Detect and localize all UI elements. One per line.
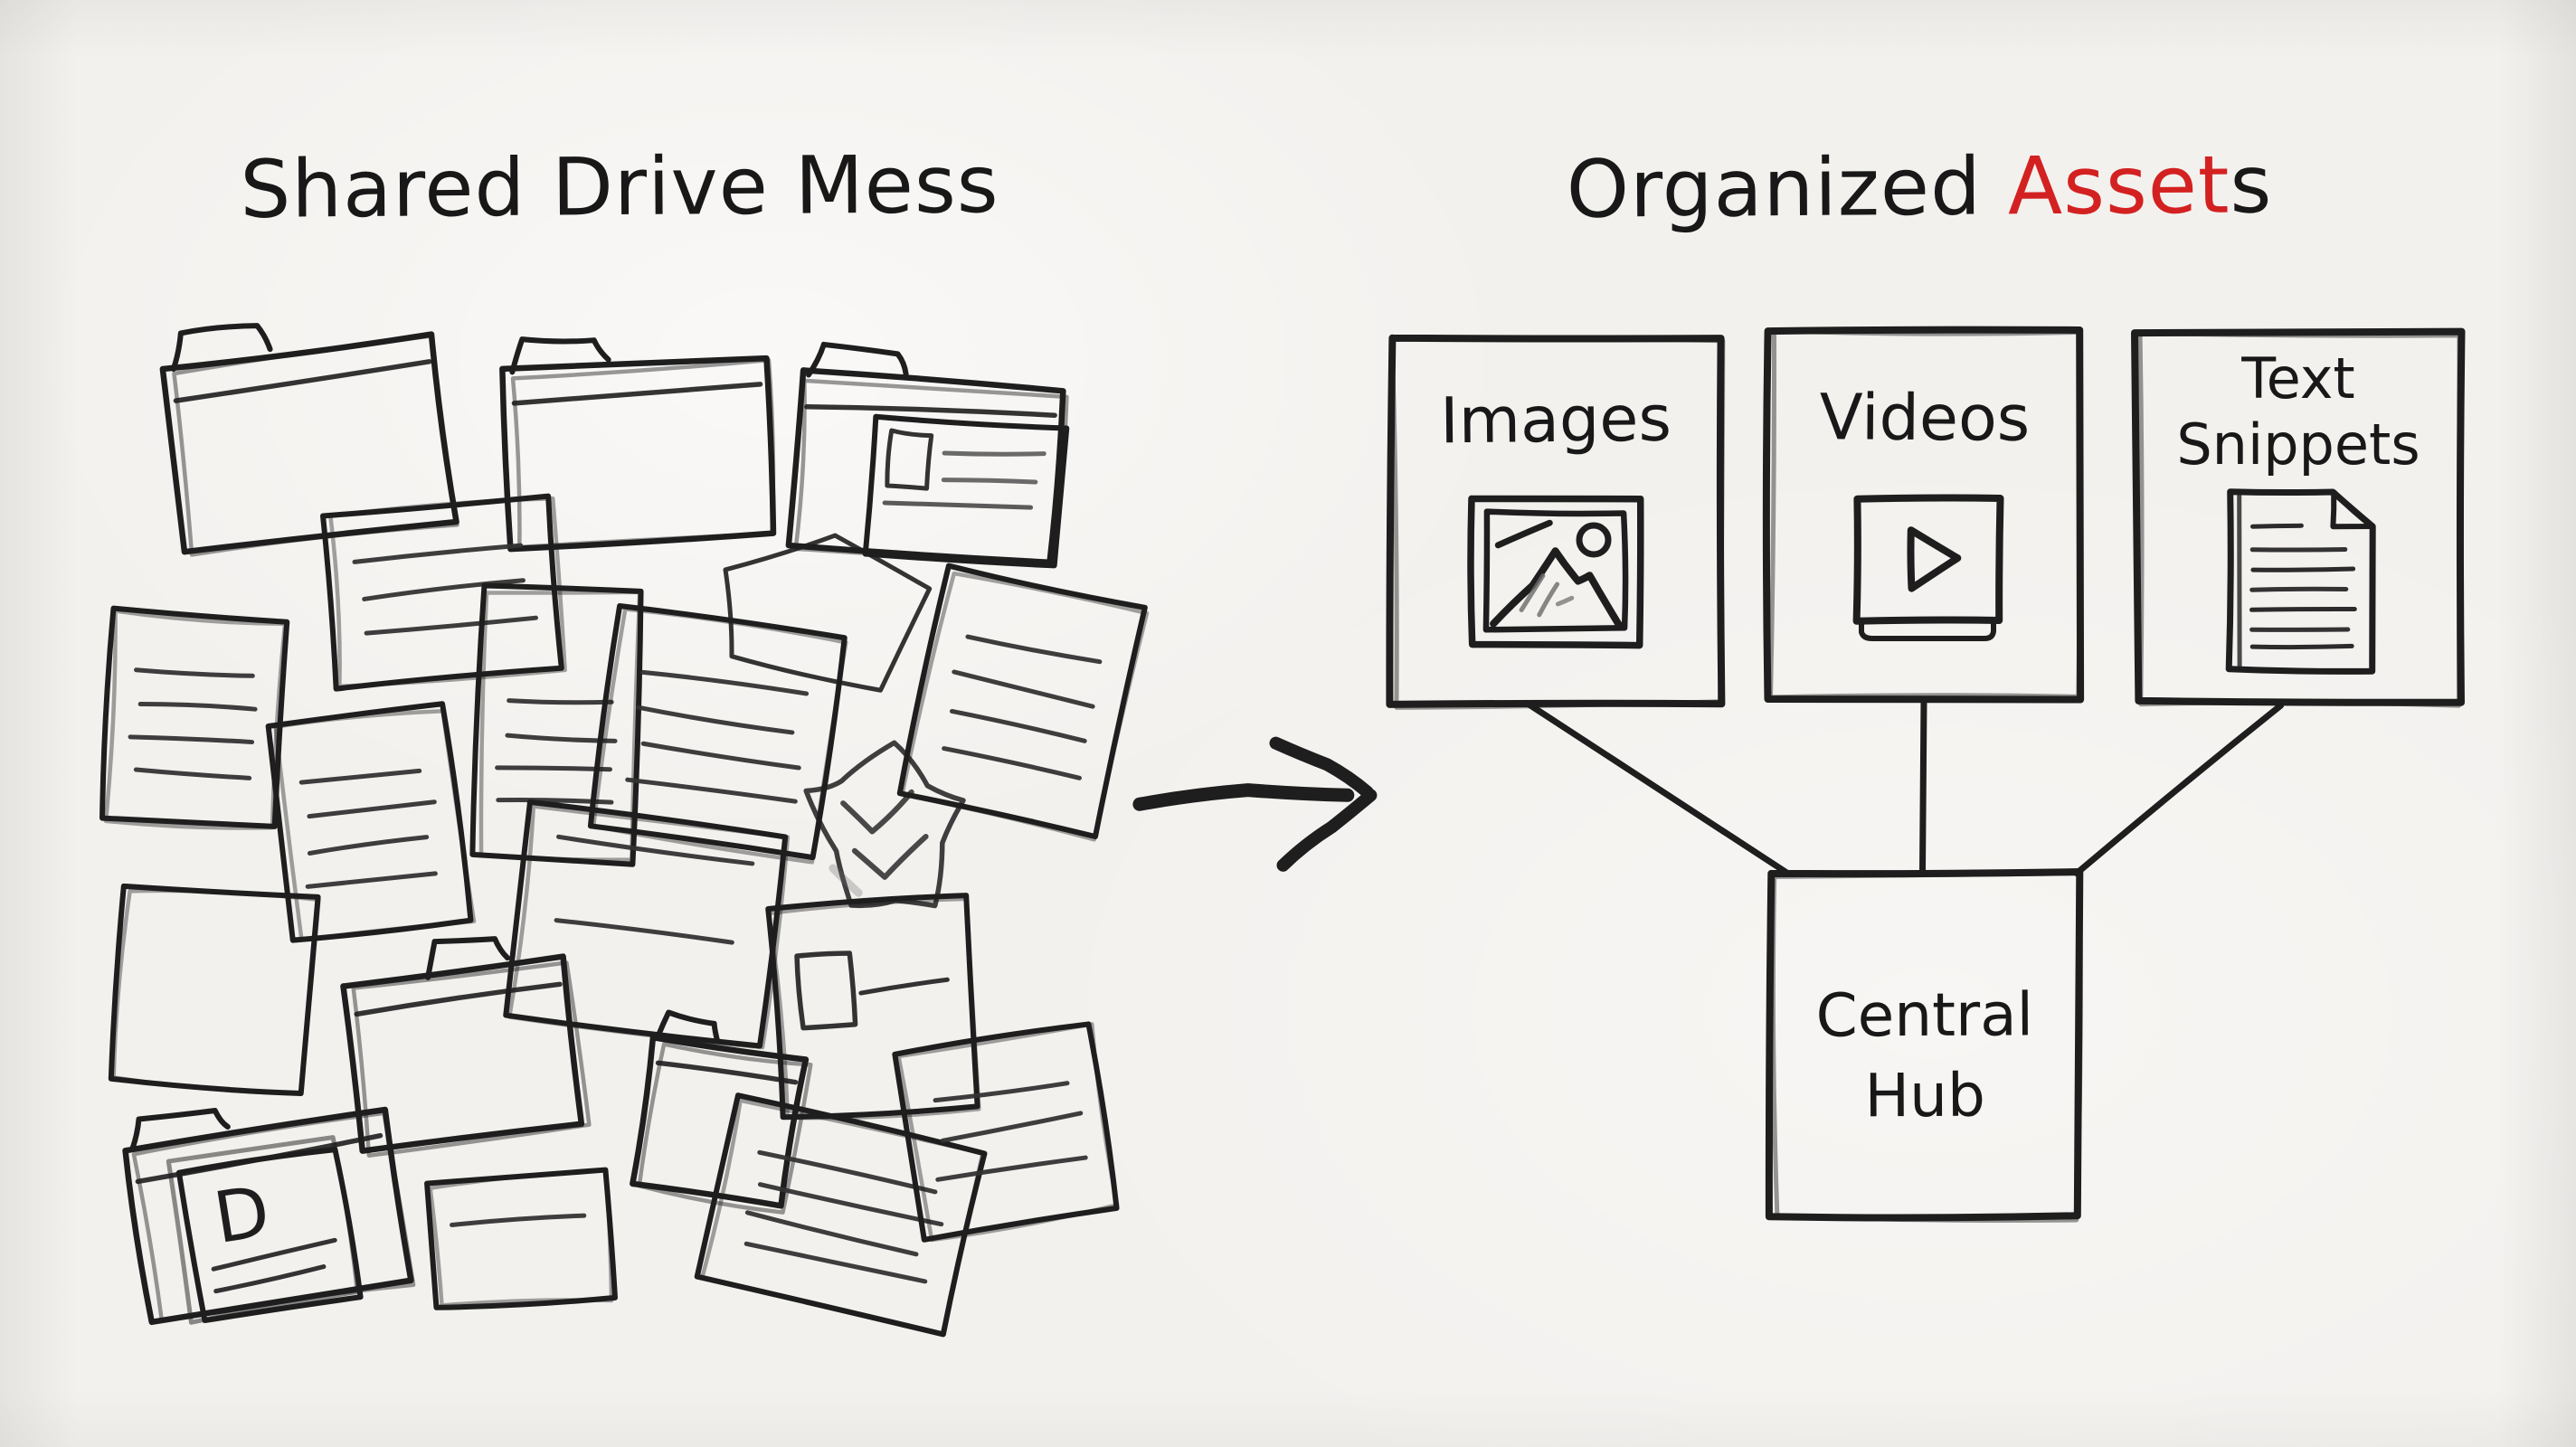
left-title: Shared Drive Mess (240, 137, 999, 236)
mess-blank-square (108, 883, 321, 1096)
right-title-red: Asset (2007, 137, 2230, 233)
image-icon (1467, 495, 1644, 649)
text-snippets-box (2131, 327, 2466, 708)
images-box-label: Images (1439, 381, 1672, 459)
videos-box (1762, 326, 2085, 704)
mess-folder-4 (340, 936, 592, 1159)
mess-doc-1 (320, 493, 567, 692)
mess-folder-d-stack: D (122, 1106, 416, 1326)
mess-folder-2 (499, 336, 777, 553)
text-snippets-label-line1: Text (2241, 345, 2355, 411)
mess-doc-2 (99, 605, 290, 830)
text-snippets-label-line2: Snippets (2176, 411, 2420, 478)
mess-folder-3 (785, 341, 1070, 569)
shared-drive-mess-pile: D (99, 323, 1150, 1338)
central-hub-box (1765, 868, 2084, 1223)
mess-doc-5 (587, 603, 848, 865)
document-icon (2225, 488, 2376, 675)
right-title-black2: s (2230, 137, 2273, 232)
mess-doc-8 (694, 1092, 988, 1338)
mess-doc-7 (503, 799, 791, 1050)
mess-sheet-1 (723, 533, 933, 693)
videos-box-label: Videos (1819, 380, 2031, 456)
right-title-black1: Organized (1566, 139, 2009, 236)
play-icon (1852, 494, 2004, 641)
right-title: Organized Assets (1467, 137, 2372, 236)
hub-connectors (1525, 697, 2285, 877)
mess-doc-3 (265, 701, 477, 943)
mess-doc-6 (896, 563, 1150, 842)
mess-folder-1 (159, 323, 459, 557)
central-hub-label-line2: Hub (1864, 1060, 1986, 1131)
images-box (1386, 334, 1726, 710)
mess-card-label (765, 893, 981, 1121)
d-letter: D (209, 1171, 275, 1260)
arrow-icon (1132, 736, 1378, 872)
mess-folder-5 (630, 1009, 813, 1215)
central-hub-label-line1: Central (1815, 979, 2034, 1051)
mess-card-small (424, 1167, 618, 1310)
mess-doc-9 (892, 1021, 1120, 1243)
